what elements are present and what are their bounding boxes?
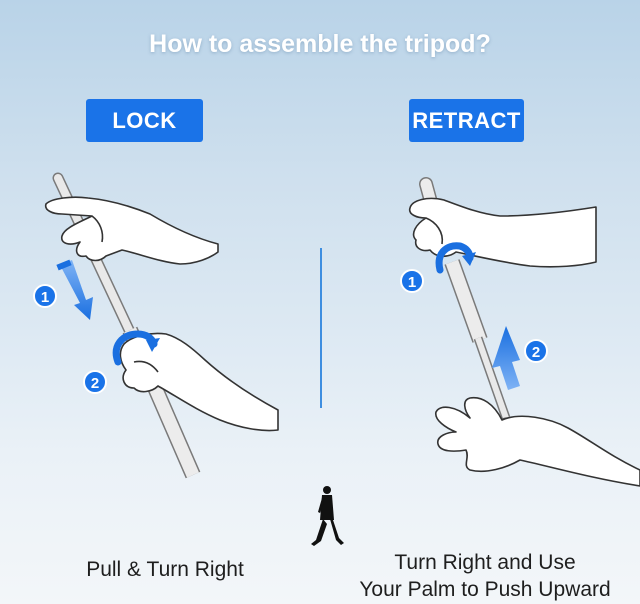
retract-caption: Turn Right and Use Your Palm to Push Upw… [335,549,635,603]
lock-pull-arrow [56,260,93,320]
lock-caption: Pull & Turn Right [40,556,290,583]
retract-caption-line-2: Your Palm to Push Upward [335,576,635,603]
retract-caption-line-1: Turn Right and Use [335,549,635,576]
lock-lower-hand [120,333,278,430]
walking-person [311,486,344,546]
lock-step-2-number: 2 [91,375,99,392]
retract-palm-hand [436,398,640,486]
lock-upper-hand [46,197,218,264]
retract-step-2-number: 2 [532,344,540,361]
retract-step-1-number: 1 [408,274,416,291]
lock-step-1-number: 1 [41,289,49,306]
